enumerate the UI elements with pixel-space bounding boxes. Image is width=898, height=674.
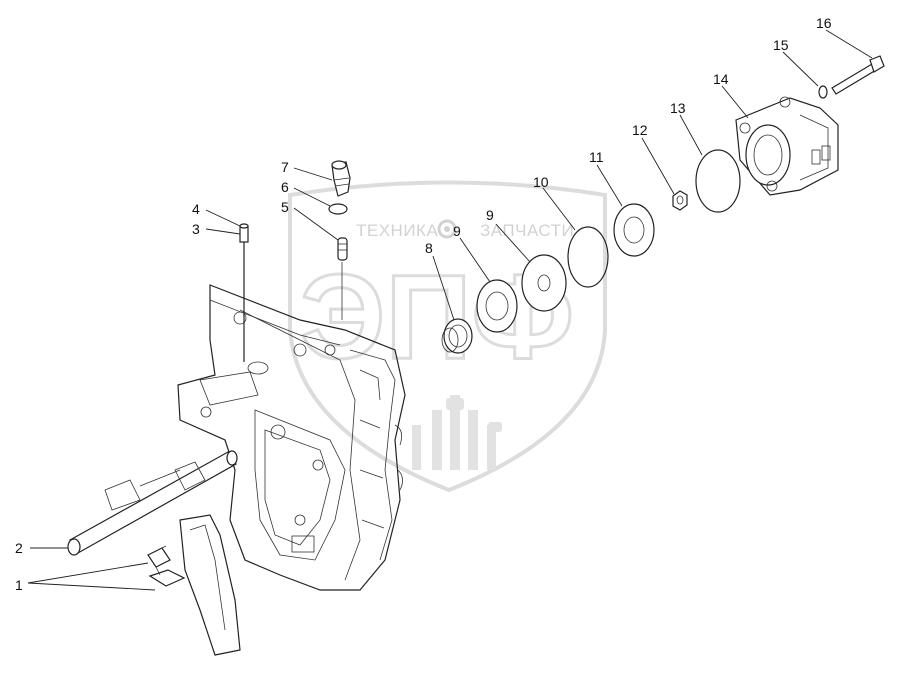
- thrust-washer-upper: [613, 203, 655, 257]
- callout-2: 2: [15, 540, 23, 556]
- watermark-right-text: ЗАПЧАСТИ: [480, 221, 574, 240]
- cover-housing: [735, 96, 839, 196]
- watermark-left-text: ТЕХНИКА: [356, 221, 438, 240]
- watermark: ТЕХНИКА ЗАПЧАСТИ ЭПФ: [288, 180, 607, 493]
- callout-15: 15: [773, 37, 789, 53]
- pressure-switch: [331, 160, 351, 197]
- callout-8: 8: [425, 240, 433, 256]
- callout-labels: 1 2 3 4 5 6 7 8 9 9 10 11 12 13 14 15 16: [15, 15, 832, 593]
- pads: [147, 545, 186, 587]
- leader-lines: [27, 29, 873, 591]
- callout-12: 12: [632, 122, 648, 138]
- shift-fork: [179, 514, 241, 656]
- washer-small: [818, 85, 828, 99]
- bearing: [441, 318, 473, 354]
- watermark-gear-icon: [437, 219, 457, 239]
- bolt: [831, 55, 885, 95]
- stud-bolt: [239, 223, 249, 362]
- spring: [337, 237, 348, 320]
- callout-9-lower: 9: [453, 223, 461, 239]
- nut: [672, 190, 688, 211]
- callout-4: 4: [192, 201, 200, 217]
- o-ring-large: [567, 226, 609, 288]
- callout-9-upper: 11: [589, 149, 604, 165]
- disc: [521, 254, 567, 312]
- callout-13: 13: [670, 100, 686, 116]
- thrust-washer-lower: [476, 279, 518, 333]
- callout-5: 5: [281, 199, 289, 215]
- callout-1: 1: [15, 577, 23, 593]
- watermark-shield-outline: [288, 180, 607, 493]
- shift-rod-shaft: [67, 450, 238, 556]
- callout-7: 7: [281, 159, 289, 175]
- snap-ring: [328, 203, 348, 215]
- watermark-wheat-icon: [412, 395, 502, 470]
- callout-10: 9: [486, 207, 494, 223]
- callout-14: 14: [713, 71, 729, 87]
- callout-6: 6: [281, 179, 289, 195]
- callout-11: 10: [533, 174, 549, 190]
- gearbox-housing: [177, 284, 406, 591]
- callout-16: 16: [816, 15, 832, 31]
- o-ring-medium: [695, 149, 741, 213]
- callout-3: 3: [192, 221, 200, 237]
